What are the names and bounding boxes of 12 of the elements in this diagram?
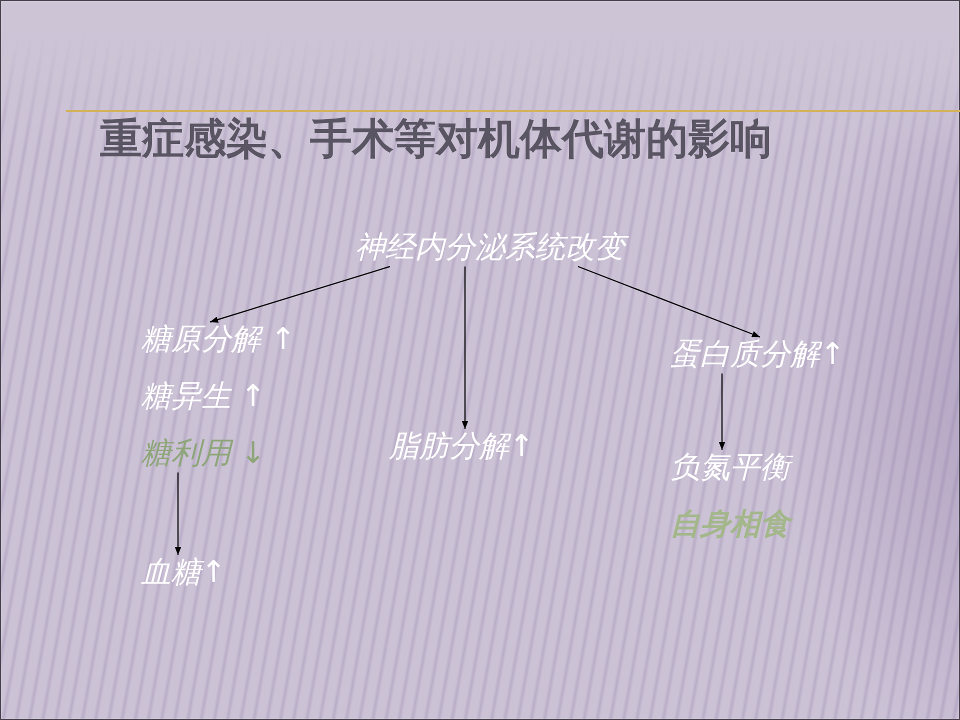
arrow <box>174 472 182 555</box>
arrow <box>718 374 726 450</box>
node-text: 脂肪分解↑ <box>389 430 534 464</box>
node-text: 蛋白质分解↑ <box>670 338 846 372</box>
node-text: 糖利用 ↓ <box>141 437 266 472</box>
arrow <box>462 266 468 429</box>
node-text: 血糖↑ <box>141 556 226 590</box>
node-text: 糖原分解 ↑ <box>141 323 296 358</box>
arrow <box>578 266 760 338</box>
slide-title: 重症感染、手术等对机体代谢的影响 <box>100 116 772 162</box>
label-text: 糖异生 ↑ <box>141 380 266 414</box>
arrow <box>210 266 390 323</box>
